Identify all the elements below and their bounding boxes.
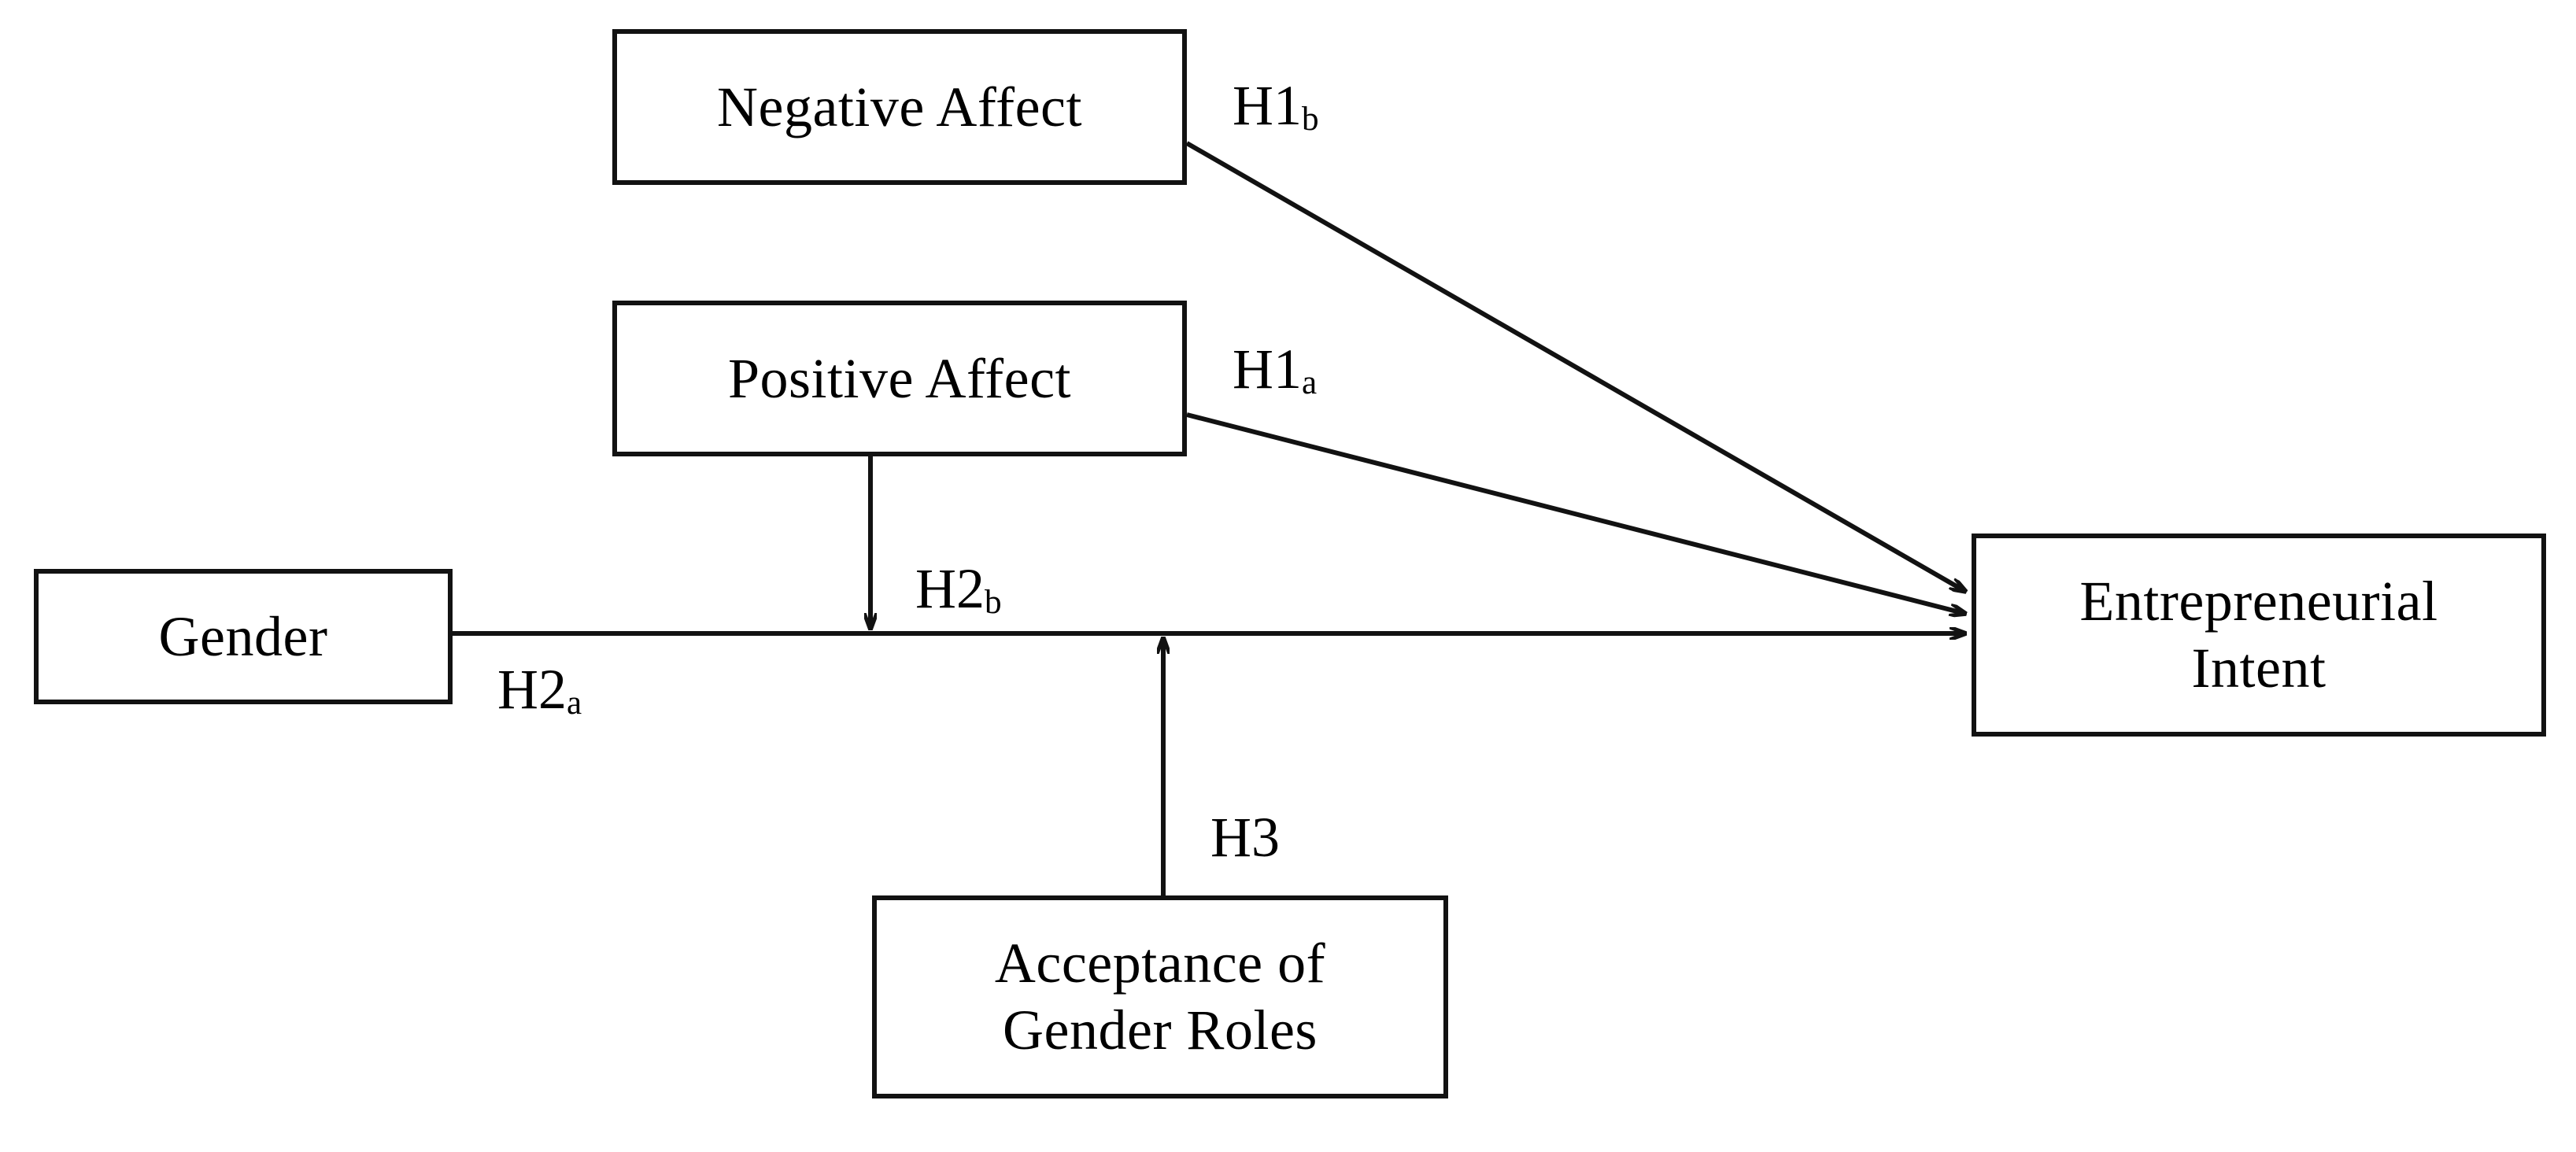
node-positive-affect[interactable]: Positive Affect bbox=[612, 301, 1187, 456]
edge-label-h1b-subscript: b bbox=[1302, 100, 1319, 138]
edge-label-h2a-subscript: a bbox=[567, 684, 582, 722]
node-gender[interactable]: Gender bbox=[34, 569, 453, 704]
node-negative-affect-label: Negative Affect bbox=[717, 75, 1082, 138]
node-acceptance-of-gender-roles[interactable]: Acceptance of Gender Roles bbox=[872, 895, 1448, 1098]
edge-label-h3: H3 bbox=[1210, 809, 1280, 866]
edge-h1a-line bbox=[1186, 412, 1966, 614]
edge-label-h1b: H1b bbox=[1233, 74, 1319, 137]
edge-label-h1a-subscript: a bbox=[1302, 364, 1318, 401]
edge-label-h2b: H2b bbox=[915, 557, 1002, 620]
edge-label-h2a-text: H2 bbox=[497, 658, 567, 721]
node-gender-label: Gender bbox=[158, 604, 328, 668]
node-entrepreneurial-intent[interactable]: Entrepreneurial Intent bbox=[1972, 534, 2546, 737]
node-positive-affect-label: Positive Affect bbox=[727, 346, 1072, 410]
edge-label-h2b-text: H2 bbox=[915, 557, 985, 620]
node-acceptance-of-gender-roles-label: Acceptance of Gender Roles bbox=[994, 932, 1326, 1062]
edge-label-h1b-text: H1 bbox=[1233, 74, 1302, 137]
edge-label-h1a-text: H1 bbox=[1233, 338, 1302, 401]
edge-label-h1a: H1a bbox=[1233, 341, 1317, 400]
node-entrepreneurial-intent-label: Entrepreneurial Intent bbox=[2079, 570, 2438, 700]
edge-label-h2a: H2a bbox=[497, 658, 582, 721]
edge-h1b-line bbox=[1185, 141, 1966, 592]
edge-label-h2b-subscript: b bbox=[985, 583, 1002, 621]
edge-label-h3-text: H3 bbox=[1210, 806, 1280, 869]
node-negative-affect[interactable]: Negative Affect bbox=[612, 29, 1187, 185]
